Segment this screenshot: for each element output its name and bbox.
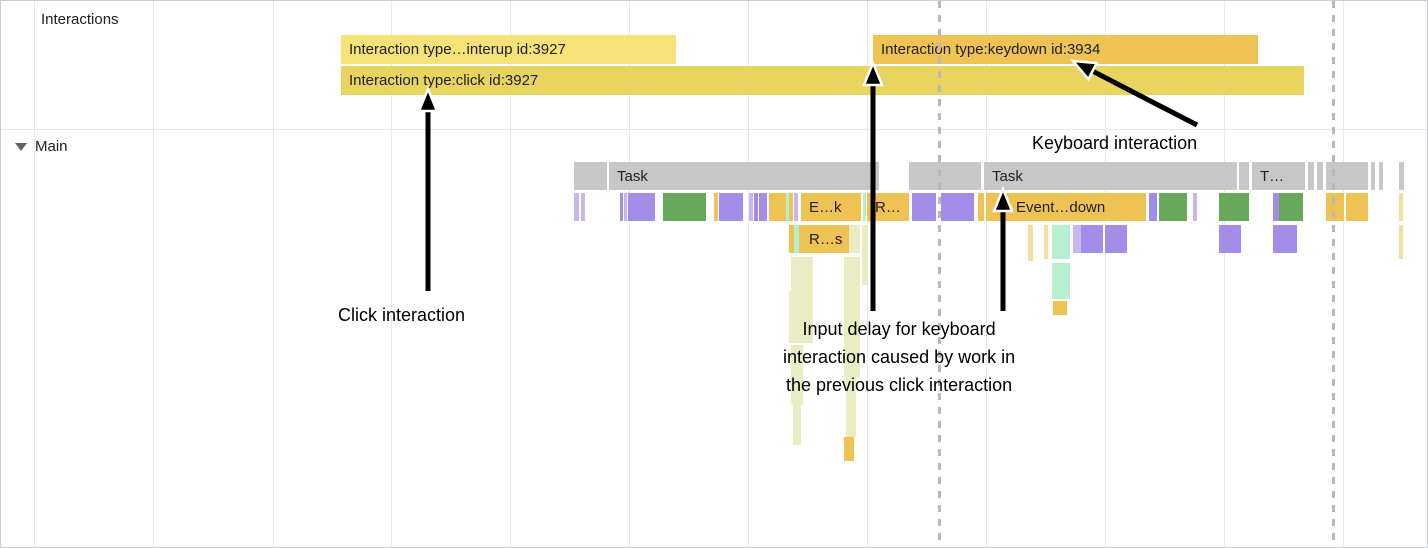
flame-block[interactable] <box>786 193 789 221</box>
flame-block[interactable] <box>624 193 627 221</box>
interaction-bar[interactable]: Interaction type…interup id:3927 <box>341 35 676 64</box>
gridline-3 <box>391 1 392 547</box>
task-label: T… <box>1260 168 1285 185</box>
arrow-click-interaction <box>417 85 439 291</box>
flame-block[interactable] <box>1273 193 1279 221</box>
task-segment[interactable] <box>574 162 607 190</box>
flame-block[interactable] <box>986 193 1008 221</box>
flame-block[interactable] <box>769 193 793 221</box>
flame-block[interactable] <box>846 225 860 253</box>
flame-block[interactable] <box>581 193 585 221</box>
gridline-10 <box>1224 1 1225 547</box>
annotation-keyboard-interaction: Keyboard interaction <box>1032 133 1198 153</box>
interaction-bar[interactable]: Interaction type:keydown id:3934 <box>873 35 1258 64</box>
track-label-main[interactable]: Main <box>35 138 68 155</box>
flame-block-labeled[interactable]: E…k <box>801 193 861 221</box>
flame-block[interactable] <box>1399 225 1403 259</box>
collapse-triangle-icon[interactable] <box>15 143 27 151</box>
flame-block[interactable] <box>1346 193 1368 221</box>
flame-block[interactable] <box>749 193 753 221</box>
flame-block[interactable] <box>1081 225 1103 253</box>
flame-block[interactable] <box>1073 225 1081 253</box>
interaction-bar-label: Interaction type…interup id:3927 <box>349 42 566 57</box>
flame-block[interactable] <box>862 225 868 285</box>
flame-block[interactable] <box>719 193 743 221</box>
task-segment[interactable] <box>609 162 872 190</box>
flame-block[interactable] <box>1105 225 1127 253</box>
flame-block-label: E…k <box>809 200 842 215</box>
flame-block[interactable] <box>1326 193 1344 221</box>
task-segment[interactable] <box>1379 162 1383 190</box>
flame-block[interactable] <box>1279 193 1303 221</box>
track-separator <box>1 129 1427 130</box>
flame-block[interactable] <box>1052 263 1070 299</box>
gridline-11 <box>1343 1 1344 547</box>
flame-block[interactable] <box>714 193 718 221</box>
task-segment[interactable] <box>984 162 1237 190</box>
flame-block[interactable] <box>789 291 813 343</box>
task-segment[interactable] <box>874 162 879 190</box>
flame-block[interactable] <box>863 193 866 221</box>
flame-block[interactable] <box>846 377 856 437</box>
flame-block-label: R…s <box>809 232 843 247</box>
interaction-bar-label: Interaction type:click id:3927 <box>349 73 539 88</box>
flame-block[interactable] <box>844 437 854 461</box>
flame-block[interactable] <box>1052 225 1070 259</box>
flame-block[interactable] <box>1219 193 1249 221</box>
gridline-9 <box>1105 1 1106 547</box>
flame-block[interactable] <box>628 193 655 221</box>
task-segment[interactable] <box>1371 162 1375 190</box>
flame-block[interactable] <box>1399 193 1403 221</box>
task-segment[interactable] <box>1308 162 1314 190</box>
gridline-6 <box>748 1 749 547</box>
task-segment[interactable] <box>1399 162 1404 190</box>
gridline-0 <box>34 1 35 547</box>
flame-block[interactable] <box>620 193 623 221</box>
gridline-8 <box>986 1 987 547</box>
gridline-2 <box>273 1 274 547</box>
annotation-input-delay: Input delay for keyboard interaction cau… <box>783 319 1016 395</box>
flame-block[interactable] <box>759 193 767 221</box>
flame-block[interactable] <box>1044 225 1048 259</box>
task-segment[interactable] <box>1317 162 1323 190</box>
task-segment[interactable] <box>909 162 981 190</box>
interaction-bar[interactable]: Interaction type:click id:3927 <box>341 66 1304 95</box>
flame-block[interactable] <box>791 257 813 291</box>
timeline-marker-1[interactable] <box>1332 1 1335 547</box>
flame-block[interactable] <box>1149 193 1157 221</box>
flame-block-labeled[interactable]: Event…down <box>1008 193 1146 221</box>
task-label: Task <box>992 168 1023 185</box>
flame-block-labeled[interactable]: R… <box>867 193 909 221</box>
task-segment[interactable] <box>1252 162 1305 190</box>
flame-block[interactable] <box>1219 225 1241 253</box>
timeline-marker-0[interactable] <box>938 1 941 547</box>
flame-block[interactable] <box>794 225 799 253</box>
flame-block[interactable] <box>912 193 936 221</box>
gridline-4 <box>510 1 511 547</box>
annotation-click-interaction: Click interaction <box>338 305 466 325</box>
flame-block[interactable] <box>791 345 803 405</box>
track-label-interactions[interactable]: Interactions <box>41 11 119 28</box>
flame-block[interactable] <box>844 257 860 377</box>
flame-block[interactable] <box>754 193 758 221</box>
task-label: Task <box>617 168 648 185</box>
task-segment[interactable] <box>1239 162 1249 190</box>
flame-block[interactable] <box>793 405 801 445</box>
gridline-1 <box>153 1 154 547</box>
flame-block[interactable] <box>663 193 706 221</box>
flame-block[interactable] <box>1159 193 1187 221</box>
interaction-bar-label: Interaction type:keydown id:3934 <box>881 42 1101 57</box>
flame-block[interactable] <box>941 193 974 221</box>
gridline-5 <box>629 1 630 547</box>
flame-block[interactable] <box>1053 301 1067 315</box>
flame-block-label: Event…down <box>1016 200 1106 215</box>
flame-block[interactable] <box>794 193 798 221</box>
flame-block[interactable] <box>1273 225 1297 253</box>
flame-block[interactable] <box>574 193 579 221</box>
flame-block[interactable] <box>1193 193 1197 221</box>
flame-block-label: R… <box>875 200 901 215</box>
flame-block-labeled[interactable]: R…s <box>801 225 849 253</box>
flame-block[interactable] <box>1028 225 1033 261</box>
flame-block[interactable] <box>978 193 984 221</box>
